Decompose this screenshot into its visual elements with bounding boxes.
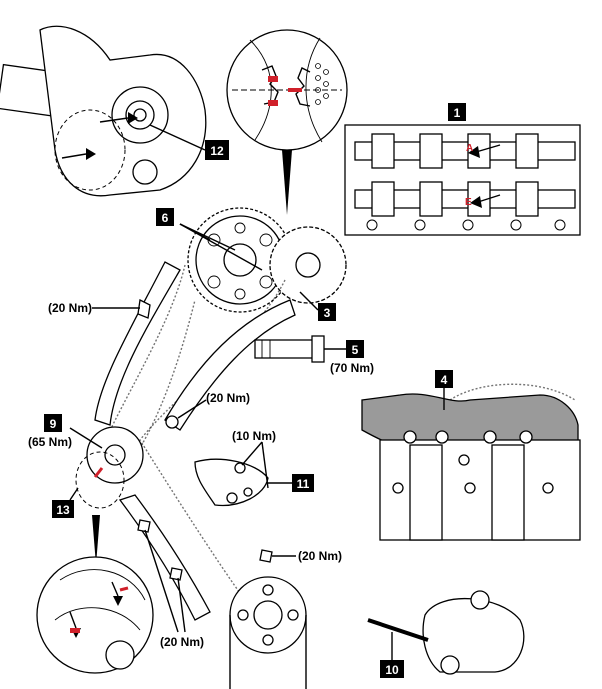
upper-camshaft-sprocket (187, 207, 293, 313)
callout-3: 3 (324, 306, 331, 320)
callout-5-box (346, 340, 364, 358)
camshaft-inset (344, 124, 581, 236)
chain-tensioner (254, 335, 325, 363)
callout-6: 6 (162, 211, 169, 225)
crankshaft-sprocket (75, 426, 144, 509)
intake-mark-label: A (466, 143, 473, 154)
exhaust-mark-label: E (465, 197, 472, 208)
callout-1: 1 (454, 106, 461, 120)
crank-pulley-inset (0, 25, 207, 197)
torque-guide-right: (20 Nm) (298, 549, 342, 563)
crank-mark-inset (36, 556, 154, 674)
callout-1-box (448, 103, 466, 121)
idler-gear (269, 226, 347, 304)
torque-tensioner: (70 Nm) (330, 361, 374, 375)
callout-11-box (292, 474, 314, 492)
callout-4-box (435, 370, 453, 388)
callout-6-box (156, 208, 174, 226)
torque-guide-mid: (20 Nm) (206, 391, 250, 405)
callout-9: 9 (50, 417, 57, 431)
oil-pump-sprocket (229, 576, 307, 689)
callout-5: 5 (352, 343, 359, 357)
callout-4: 4 (441, 373, 448, 387)
callout-12-box (205, 140, 229, 160)
callout-9-box (44, 414, 62, 432)
torque-crank: (65 Nm) (28, 435, 72, 449)
callout-10-box (380, 660, 404, 678)
tensioner-rail (164, 299, 296, 431)
callout-13: 13 (56, 503, 70, 517)
torque-guide-upper: (20 Nm) (48, 301, 92, 315)
callout-10: 10 (385, 663, 399, 677)
callout-11: 11 (297, 477, 310, 491)
sprocket-mark-inset (226, 29, 348, 215)
left-chain-guide (94, 261, 181, 426)
callout-12: 12 (210, 144, 224, 158)
tensioner-lock-tool (367, 590, 525, 675)
torque-oil-pump: (10 Nm) (232, 429, 276, 443)
torque-guide-bottom: (20 Nm) (160, 635, 204, 649)
callout-13-box (52, 500, 74, 518)
cylinder-head-view (361, 383, 581, 541)
oil-pump-guide (194, 458, 269, 507)
callout-3-box (318, 303, 336, 321)
